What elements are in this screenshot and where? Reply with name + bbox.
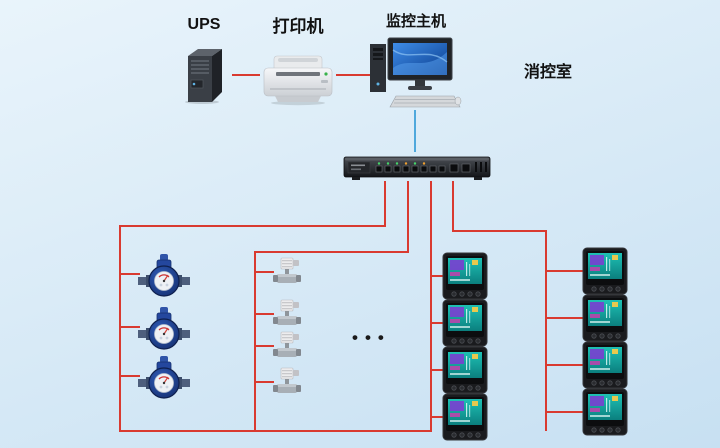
bus-right bbox=[452, 230, 547, 232]
power-meter-inner-2 bbox=[442, 299, 488, 347]
stub-powermeter-outer-3 bbox=[547, 364, 584, 366]
control-room-label: 消控室 bbox=[523, 64, 572, 81]
link-ups-printer bbox=[232, 74, 260, 76]
host-label: 监控主机 bbox=[385, 13, 446, 30]
water-meter-2 bbox=[138, 303, 190, 351]
valve-sensor-3 bbox=[272, 330, 302, 362]
stub-powermeter-outer-1 bbox=[547, 270, 584, 272]
stub-watermeter-1 bbox=[121, 273, 140, 275]
trunk-right-outer bbox=[545, 230, 547, 431]
switch-drop-2 bbox=[407, 181, 409, 252]
bus-left bbox=[119, 225, 386, 227]
ellipsis-icon: ••• bbox=[352, 328, 391, 347]
stub-valve-4 bbox=[256, 381, 274, 383]
bus-mid bbox=[254, 251, 409, 253]
switch-drop-4 bbox=[452, 181, 454, 232]
ups-tower bbox=[176, 44, 232, 104]
laser-printer bbox=[260, 50, 336, 106]
network-switch bbox=[342, 152, 492, 182]
bus-bottom bbox=[119, 430, 432, 432]
power-meter-outer-4 bbox=[582, 388, 628, 436]
stub-valve-3 bbox=[256, 345, 274, 347]
power-meter-outer-3 bbox=[582, 341, 628, 389]
stub-valve-1 bbox=[256, 271, 274, 273]
power-meter-inner-4 bbox=[442, 393, 488, 441]
stub-powermeter-inner-1 bbox=[432, 275, 444, 277]
stub-powermeter-outer-4 bbox=[547, 411, 584, 413]
power-meter-inner-3 bbox=[442, 346, 488, 394]
stub-powermeter-inner-2 bbox=[432, 322, 444, 324]
link-host-switch bbox=[414, 110, 416, 152]
water-meter-3 bbox=[138, 352, 190, 400]
valve-sensor-2 bbox=[272, 298, 302, 330]
valve-sensor-1 bbox=[272, 256, 302, 288]
ups-label: UPS bbox=[187, 16, 221, 33]
power-meter-outer-2 bbox=[582, 294, 628, 342]
power-meter-outer-1 bbox=[582, 247, 628, 295]
power-meter-inner-1 bbox=[442, 252, 488, 300]
trunk-right-inner bbox=[430, 181, 432, 432]
printer-label: 打印机 bbox=[272, 17, 324, 36]
monitoring-workstation bbox=[368, 36, 462, 110]
stub-powermeter-inner-4 bbox=[432, 416, 444, 418]
link-printer-host bbox=[336, 74, 370, 76]
trunk-left bbox=[119, 225, 121, 432]
water-meter-1 bbox=[138, 250, 190, 298]
stub-powermeter-inner-3 bbox=[432, 369, 444, 371]
trunk-mid bbox=[254, 251, 256, 432]
stub-powermeter-outer-2 bbox=[547, 317, 584, 319]
stub-watermeter-3 bbox=[121, 375, 140, 377]
valve-sensor-4 bbox=[272, 366, 302, 398]
switch-drop-1 bbox=[384, 181, 386, 226]
stub-watermeter-2 bbox=[121, 326, 140, 328]
stub-valve-2 bbox=[256, 313, 274, 315]
